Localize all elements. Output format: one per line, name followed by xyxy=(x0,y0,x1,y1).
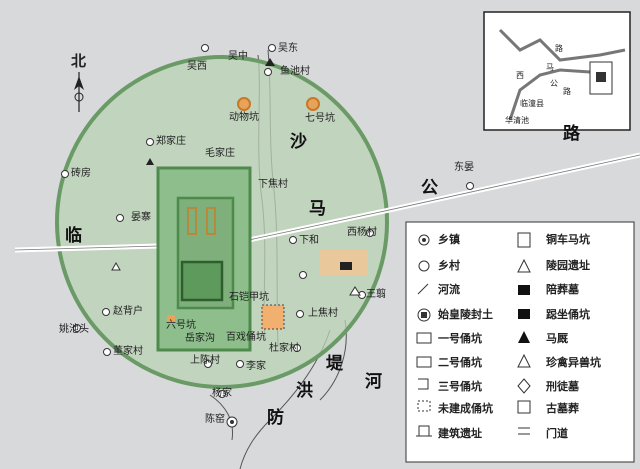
zhuanfang-label: 砖房 xyxy=(71,168,91,179)
river-line-5 xyxy=(209,394,234,441)
inset-huaqingchi-label: 华清池 xyxy=(505,116,529,125)
stable-triangle-top xyxy=(265,58,275,66)
legend-label-mausoleum-ruins: 陵园遗址 xyxy=(546,259,590,272)
legend-label-rare-animal-pit: 珍禽异兽坑 xyxy=(546,356,601,369)
pit6-label: 六号坑 xyxy=(166,320,196,331)
dujiacun-label: 杜家村 xyxy=(269,343,299,354)
accompanying-tomb-mark xyxy=(340,262,352,270)
legend-label-pit3: 三号俑坑 xyxy=(438,380,482,393)
xiyangcun-label: 西杨村 xyxy=(347,227,377,238)
shangjiaocun-label: 上焦村 xyxy=(308,308,338,319)
fang-label: 防 xyxy=(267,408,284,428)
wudong-label: 吴东 xyxy=(278,43,298,54)
pit7-marker xyxy=(306,97,320,111)
gong-label: 公 xyxy=(421,178,438,198)
village-markers xyxy=(61,44,474,398)
legend-icons xyxy=(416,232,531,437)
yuyucun-label: 鱼池村 xyxy=(280,66,310,77)
inner-pit-2 xyxy=(206,207,216,235)
xiajiaocun-label: 下焦村 xyxy=(258,179,288,190)
inset-xi-label: 西 xyxy=(516,71,524,80)
stone-armor-pit-label: 石铠甲坑 xyxy=(229,292,269,303)
ruins-triangle xyxy=(111,261,121,271)
legend-label-river: 河流 xyxy=(438,283,460,296)
zhengjiazhuang-label: 郑家庄 xyxy=(156,136,186,147)
wuxi-label: 吴西 xyxy=(187,61,207,72)
legend-label-ancient-tomb: 古墓葬 xyxy=(546,402,579,415)
inner-pit-1 xyxy=(187,207,197,235)
inset-ma-label: 马 xyxy=(546,63,554,72)
inset-mound xyxy=(596,72,606,82)
wangjian-label: 王翦 xyxy=(366,289,386,300)
he-label: 河 xyxy=(365,372,382,392)
inset-lu2-label: 路 xyxy=(563,87,571,96)
acrobat-pit-label: 百戏俑坑 xyxy=(226,332,266,343)
animal-pit-label: 动物坑 xyxy=(229,112,259,123)
stable-triangle-left xyxy=(146,158,154,165)
legend-label-building-site: 建筑遗址 xyxy=(438,427,482,440)
legend-label-kneeling-pit: 跽坐俑坑 xyxy=(546,308,590,321)
legend-label-pit1: 一号俑坑 xyxy=(438,332,482,345)
pit7-label: 七号坑 xyxy=(305,113,335,124)
inset-wall xyxy=(589,61,613,95)
legend-label-stable: 马厩 xyxy=(546,332,568,345)
shangchencun-label: 上陈村 xyxy=(190,355,220,366)
legend-label-village: 乡村 xyxy=(438,259,460,272)
mausoleum-mound xyxy=(180,260,224,302)
legend-label-gateway: 门道 xyxy=(546,427,568,440)
legend-label-township: 乡镇 xyxy=(438,233,460,246)
di-label: 堤 xyxy=(326,354,343,374)
north-arrow-head xyxy=(74,76,84,90)
zhaobeihu-label: 赵背户 xyxy=(113,306,143,317)
inset-road-1 xyxy=(498,28,626,62)
lijia-label: 李家 xyxy=(246,361,266,372)
maojiazhuang-label: 毛家庄 xyxy=(205,148,235,159)
legend-label-mound: 始皇陵封土 xyxy=(438,308,493,321)
dongjiacun-label: 董家村 xyxy=(113,346,143,357)
yanzhai-label: 晏寨 xyxy=(131,212,151,223)
animal-pit-marker xyxy=(237,97,251,111)
legend-label-convict-tomb: 刑徒墓 xyxy=(546,380,579,393)
xihe-label: 下和 xyxy=(299,235,319,246)
inset-lintong-label: 临潼县 xyxy=(520,99,544,108)
pit6-marker xyxy=(167,315,175,321)
stone-armor-pit xyxy=(261,304,285,330)
wuzhong-label: 吴中 xyxy=(228,51,248,62)
chenyao-label: 陈窑 xyxy=(205,414,225,425)
legend-label-bronze-chariot: 铜车马坑 xyxy=(546,233,590,246)
inset-lu-label: 路 xyxy=(555,44,563,53)
inset-road-2 xyxy=(508,68,591,121)
chenyao-township-center xyxy=(230,420,234,424)
inset-gong2-label: 公 xyxy=(550,79,558,88)
north-arrow-ring xyxy=(74,92,84,102)
legend-label-unfinished-pit: 未建成俑坑 xyxy=(438,402,493,415)
yaochitou-label: 姚池头 xyxy=(59,324,89,335)
north-label: 北 xyxy=(71,52,87,70)
hong-label: 洪 xyxy=(296,381,313,401)
highway-road-edge xyxy=(14,154,640,251)
yangjia-label: 杨家 xyxy=(212,388,232,399)
legend-label-accompanying-tomb: 陪葬墓 xyxy=(546,283,579,296)
rare-animal-triangle xyxy=(349,286,361,296)
lu-label: 路 xyxy=(563,124,580,144)
legend-label-pit2: 二号俑坑 xyxy=(438,356,482,369)
ma-label: 马 xyxy=(309,199,326,219)
lin-label: 临 xyxy=(65,226,82,246)
dongyan-label: 东晏 xyxy=(454,162,474,173)
yuejiagou-label: 岳家沟 xyxy=(185,333,215,344)
sha-label: 沙 xyxy=(290,132,307,152)
